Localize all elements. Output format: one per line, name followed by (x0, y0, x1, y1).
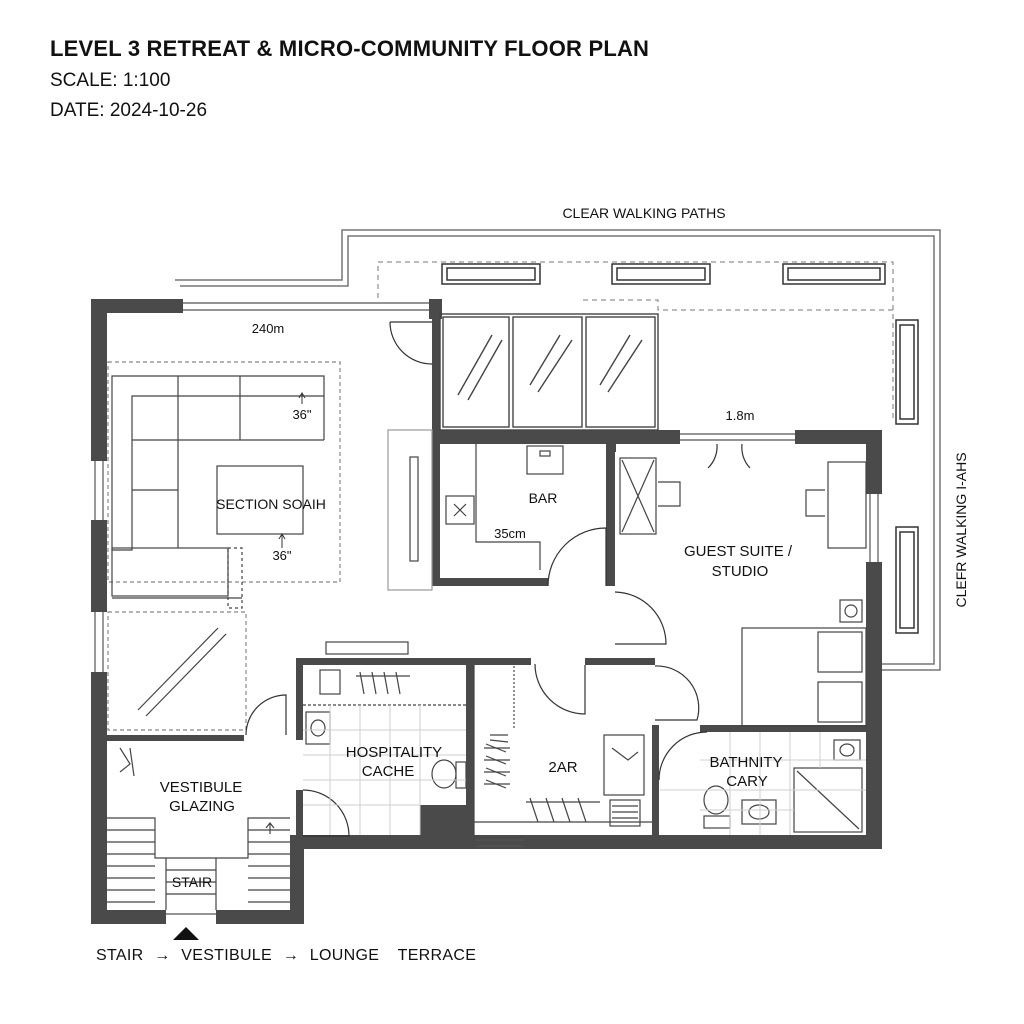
bath-tile-grid (660, 732, 866, 835)
interior-walls (107, 312, 866, 849)
glass-sliding-panels (439, 313, 659, 431)
hospitality-tile-grid (303, 705, 466, 835)
entry-arrow-icon (173, 927, 199, 940)
divider-lines (473, 665, 652, 835)
bathroom-fixtures (703, 739, 863, 833)
bar-counter (387, 429, 564, 591)
section-sofa-label: SECTION SOAIH (216, 496, 326, 512)
dimension-18: 1.8m (726, 408, 755, 423)
vestibule-label-line2: GLAZING (169, 798, 235, 815)
stair-label: STAIR (172, 874, 212, 890)
storage-shelving (484, 666, 645, 827)
bath-label-line2: CARY (726, 773, 767, 790)
sectional-sofa (107, 361, 341, 609)
flow-stair: STAIR (96, 947, 144, 964)
bar-label: BAR (529, 490, 558, 506)
flow-terrace: TERRACE (397, 947, 477, 964)
wall-cap-bar (325, 641, 409, 655)
dimension-arrows (278, 392, 306, 548)
lounge-glass-partition (107, 611, 247, 731)
circulation-legend: STAIR → VESTIBULE → LOUNGE TERRACE (96, 947, 482, 965)
date-note: DATE: 2024-10-26 (50, 100, 208, 121)
storage-label: 2AR (548, 759, 577, 776)
window-glazing (94, 302, 879, 915)
stair-treads (107, 747, 290, 910)
terrace-planters (441, 263, 919, 634)
terrace-dashed-zone (377, 261, 894, 420)
flow-vestibule: VESTIBULE (181, 947, 272, 964)
scale-note: SCALE: 1:100 (50, 70, 171, 91)
clear-paths-top-label: CLEAR WALKING PATHS (562, 205, 725, 221)
plan-title: LEVEL 3 RETREAT & MICRO-COMMUNITY FLOOR … (50, 36, 650, 61)
hospitality-label-line1: HOSPITALITY (346, 744, 442, 761)
clear-paths-side-label: CLEFR WALKING I-AHS (953, 452, 969, 607)
dimension-36-top: 36" (292, 407, 311, 422)
bath-label-line1: BATHNITY (709, 754, 782, 771)
flow-arrow-icon: → (154, 947, 171, 964)
dimension-35: 35cm (494, 526, 526, 541)
guest-suite-label-line1: GUEST SUITE / (684, 543, 793, 560)
guest-suite-label-line2: STUDIO (712, 563, 769, 580)
flow-lounge: LOUNGE (309, 947, 380, 964)
hospitality-label-line2: CACHE (362, 763, 415, 780)
dimension-36-bottom: 36" (272, 548, 291, 563)
terrace-outline (175, 229, 941, 671)
dimension-240: 240m (252, 321, 285, 336)
flow-arrow-icon: → (282, 947, 300, 964)
vestibule-label-line1: VESTIBULE (160, 779, 243, 796)
guest-suite-furniture (619, 457, 867, 727)
